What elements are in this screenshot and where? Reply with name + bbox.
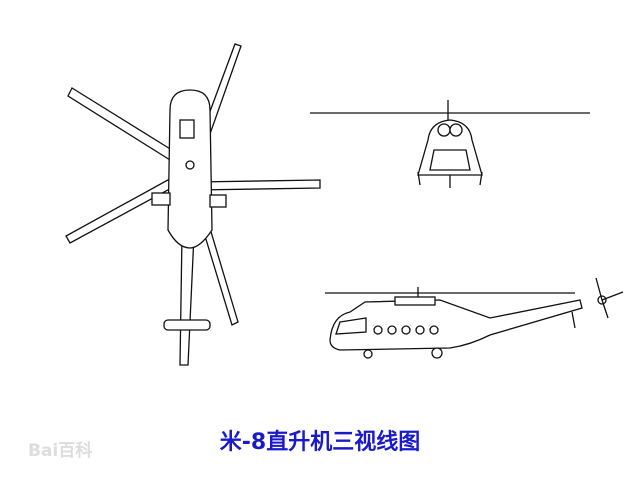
watermark: Bai百科 [28,441,93,461]
front-view [310,100,590,188]
top-view [65,43,321,366]
tail-boom [179,234,195,366]
rotor-blade [195,179,321,191]
stabilizer [163,319,211,331]
side-view [325,277,624,359]
caption: 米-8直升机三视线图 [219,430,421,455]
